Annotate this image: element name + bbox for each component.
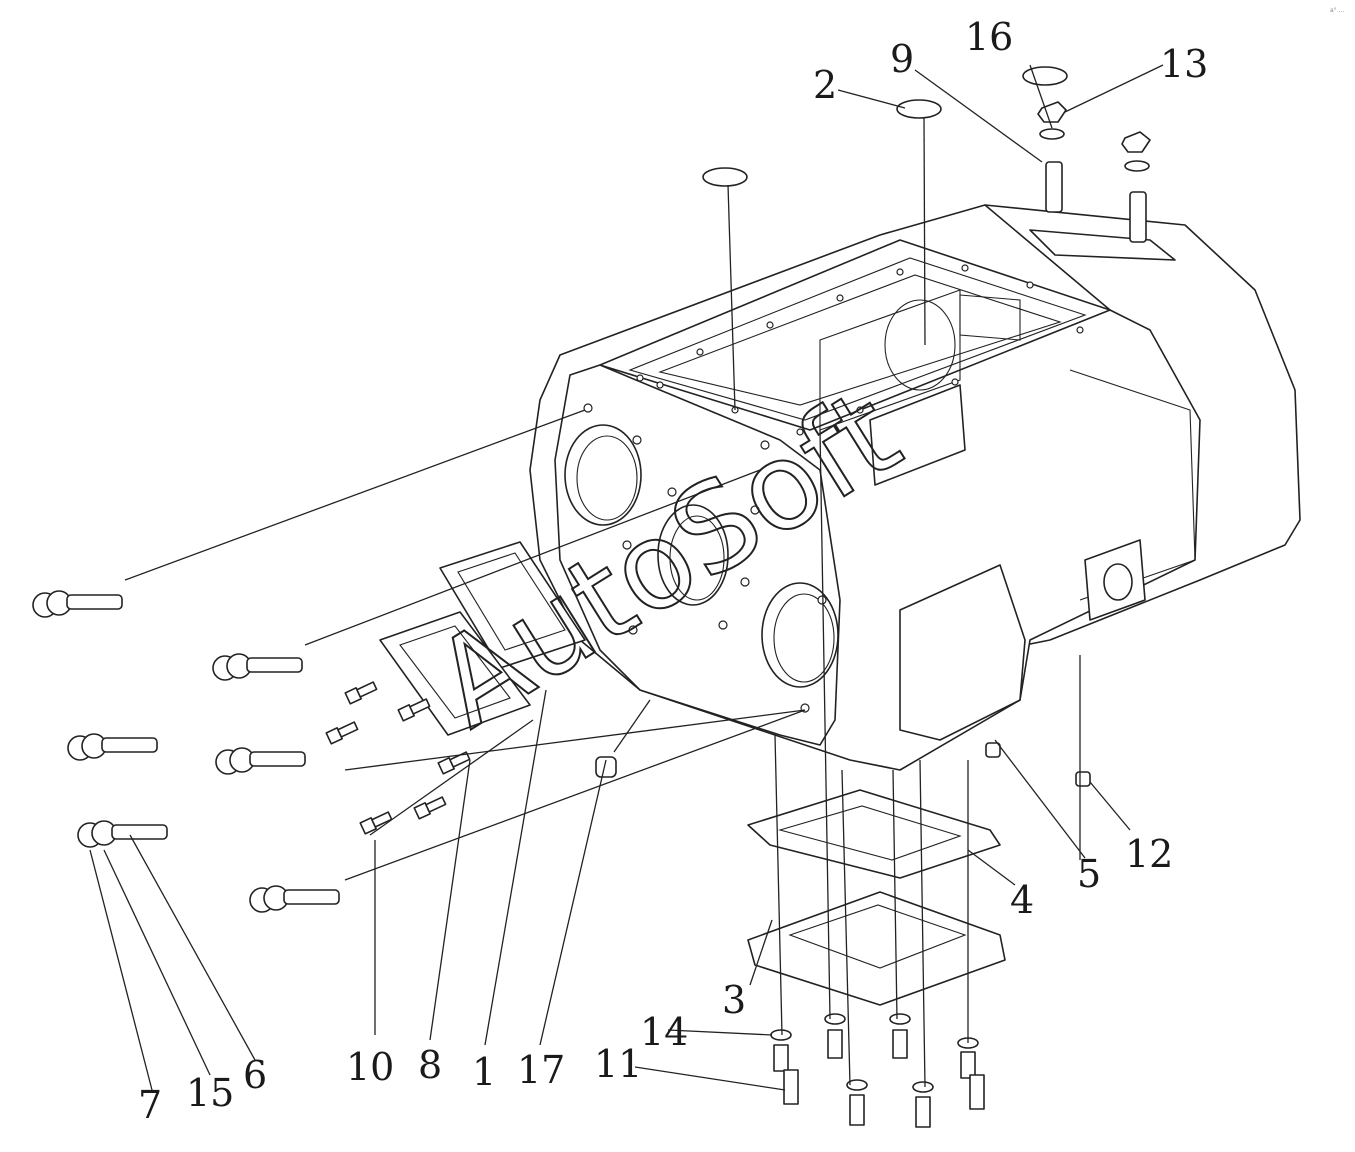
callout-2: 2 [813,63,837,107]
callout-16: 16 [965,15,1013,59]
cover-discs [702,66,1068,187]
bottom-gasket-and-cover [747,789,1006,1006]
callout-14: 14 [640,1010,688,1054]
callout-1: 1 [472,1050,496,1094]
callout-9: 9 [890,37,914,81]
callout-6: 6 [243,1053,267,1097]
callout-17: 17 [517,1048,565,1092]
callout-13: 13 [1160,42,1208,86]
callout-11: 11 [594,1042,642,1086]
callout-8: 8 [418,1043,442,1087]
callout-4: 4 [1010,878,1034,922]
callout-15: 15 [186,1071,234,1115]
callout-12: 12 [1125,832,1173,876]
long-bolts [32,590,340,913]
callout-labels: 1 2 3 4 5 6 7 8 9 10 11 12 13 14 15 16 1… [138,15,1208,1127]
callout-5: 5 [1077,852,1101,896]
bottom-bolts [770,1013,985,1128]
callout-7: 7 [138,1083,162,1127]
small-bolts [325,681,471,835]
gearbox-housing [529,204,1301,771]
plugs [595,742,1091,787]
corner-mark: a° ... [1330,7,1344,14]
callout-3: 3 [722,978,746,1022]
front-gasket-and-flange [379,541,586,736]
leader-lines [89,64,1164,1091]
callout-10: 10 [346,1045,394,1089]
top-studs [1037,101,1151,243]
